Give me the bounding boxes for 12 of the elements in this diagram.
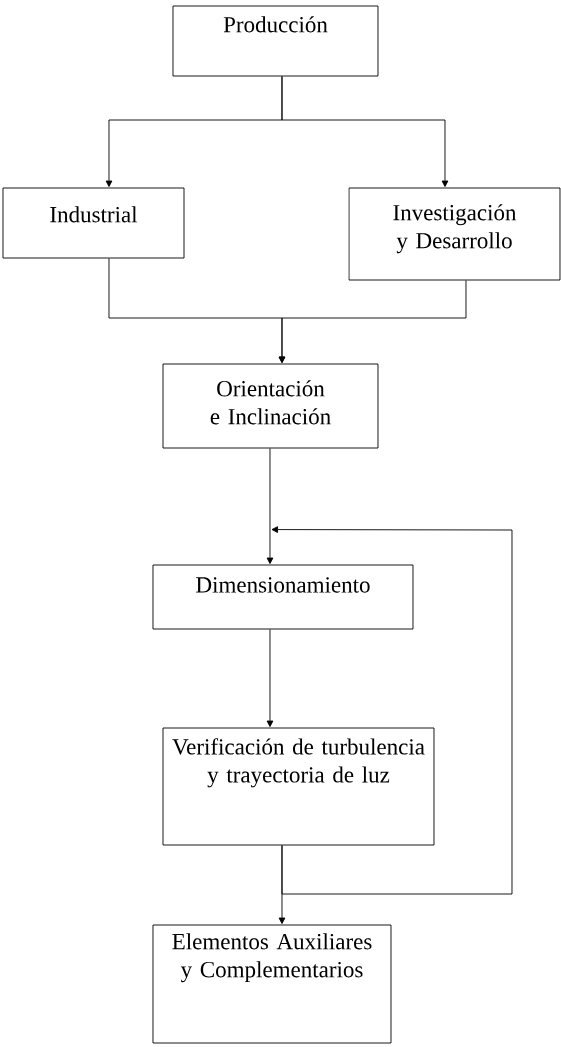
process-box: Elementos Auxiliares y Complementarios: [152, 924, 392, 1044]
arrow: [266, 448, 274, 564]
process-box: Verificación de turbulencia y trayectoria de luz: [162, 727, 435, 846]
process-box: Producción: [172, 5, 379, 77]
process-box: Dimensionamiento: [152, 564, 414, 630]
arrow: [278, 280, 467, 363]
process-box: Industrial: [2, 187, 185, 259]
arrow: [271, 526, 513, 895]
arrow: [266, 629, 274, 727]
process-box: Investigación y Desarrollo: [348, 187, 561, 281]
arrow: [281, 76, 449, 187]
process-box: Orientación e Inclinación: [162, 363, 379, 449]
